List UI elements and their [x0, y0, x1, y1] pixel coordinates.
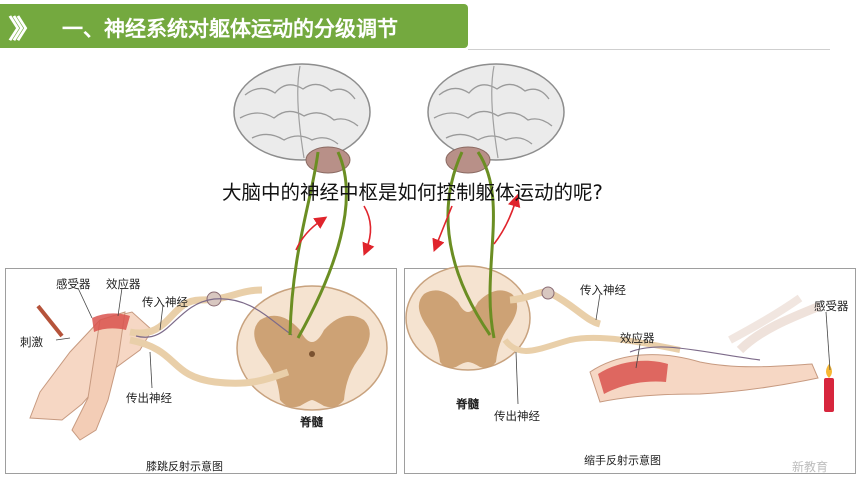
- knee-efferent-nerve: [129, 336, 290, 387]
- section-title: 一、神经系统对躯体运动的分级调节: [62, 17, 398, 41]
- hand-efferent-nerve: [502, 334, 681, 354]
- hand-spinal-cord-label: 脊髓: [456, 397, 479, 411]
- descending-tract-right-a: [446, 151, 492, 336]
- knee-stimulus-label: 刺激: [20, 335, 43, 349]
- candle-icon: [824, 364, 834, 412]
- descending-tract-left-b: [296, 151, 348, 339]
- section-title-bar: 〉〉〉 一、神经系统对躯体运动的分级调节: [0, 4, 468, 48]
- brain-left: [233, 63, 371, 174]
- arrow-down-left: [362, 205, 375, 256]
- arrow-up-left: [295, 216, 328, 251]
- knee-spinal-cord: [236, 285, 388, 411]
- hand-receptor-label: 感受器: [814, 299, 849, 313]
- descending-tract-left-a: [288, 151, 320, 336]
- knee-leg-illustration: [29, 311, 153, 441]
- knee-receptor-label: 感受器: [56, 277, 91, 291]
- arm-illustration: [589, 294, 822, 403]
- title-divider: [468, 49, 830, 50]
- descending-tract-right-b: [476, 151, 496, 339]
- knee-efferent-label: 传出神经: [126, 391, 172, 405]
- hand-ganglion: [541, 286, 555, 300]
- arrow-down-right: [432, 205, 453, 252]
- hand-afferent-label: 传入神经: [580, 283, 626, 297]
- knee-effector-label: 效应器: [106, 277, 141, 291]
- arrow-up-right: [493, 193, 521, 245]
- reflex-hammer: [36, 304, 64, 338]
- hand-effector-label: 效应器: [620, 331, 655, 345]
- hand-efferent-label: 传出神经: [494, 409, 540, 423]
- knee-afferent-label: 传入神经: [142, 295, 188, 309]
- knee-spinal-cord-label: 脊髓: [300, 415, 323, 429]
- knee-afferent-nerve: [129, 286, 263, 337]
- knee-caption: 膝跳反射示意图: [146, 460, 223, 473]
- watermark-logo: 新教育: [792, 460, 829, 474]
- hand-caption: 缩手反射示意图: [584, 454, 661, 467]
- brain-right: [427, 63, 565, 174]
- hand-spinal-cord: [405, 265, 531, 371]
- question-text: 大脑中的神经中枢是如何控制躯体运动的呢?: [222, 181, 603, 204]
